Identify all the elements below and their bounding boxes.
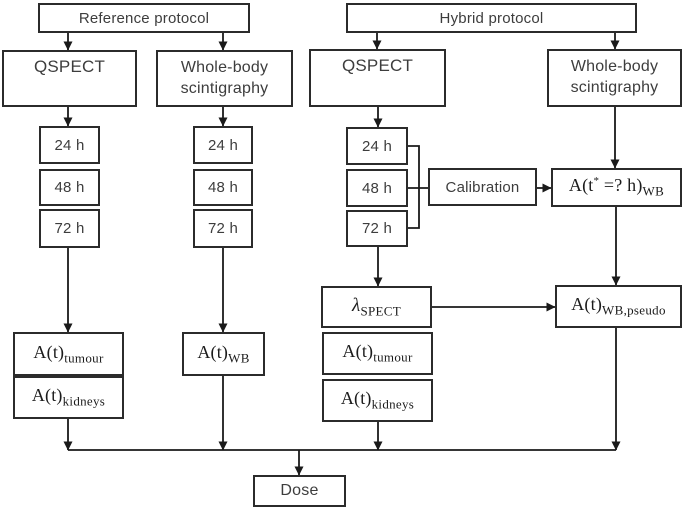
lambda-spect-label: λSPECT	[352, 294, 401, 319]
calibration-box: Calibration	[428, 168, 537, 206]
timepoint-label: 72 h	[54, 220, 85, 237]
ref-activity-kidneys-box: A(t)kidneys	[13, 376, 124, 419]
reference-qspect-box: QSPECT	[2, 50, 137, 107]
activity-tstar-wb-box: A(t* =? h)WB	[551, 168, 682, 207]
reference-protocol-box: Reference protocol	[38, 3, 250, 33]
hybrid-qspect-box: QSPECT	[309, 49, 446, 107]
ref-qspect-48h-box: 48 h	[39, 169, 100, 206]
dose-label: Dose	[280, 482, 319, 499]
reference-protocol-label: Reference protocol	[78, 9, 210, 27]
ref-activity-tumour-box: A(t)tumour	[13, 332, 124, 376]
hybrid-protocol-label: Hybrid protocol	[439, 9, 544, 27]
ref-activity-tumour-label: A(t)tumour	[33, 341, 104, 366]
ref-wb-24h-box: 24 h	[193, 126, 253, 164]
hybrid-activity-tumour-box: A(t)tumour	[322, 332, 433, 375]
ref-wb-72h-box: 72 h	[193, 209, 253, 248]
ref-activity-wb-box: A(t)WB	[182, 332, 265, 376]
hybrid-72h-box: 72 h	[346, 210, 408, 247]
timepoint-label: 24 h	[54, 136, 85, 154]
timepoint-label: 48 h	[208, 179, 238, 196]
ref-activity-kidneys-label: A(t)kidneys	[31, 385, 106, 409]
hybrid-48h-box: 48 h	[346, 169, 408, 207]
timepoint-label: 48 h	[362, 179, 392, 197]
lambda-spect-box: λSPECT	[321, 286, 432, 328]
ref-activity-wb-label: A(t)WB	[197, 341, 250, 366]
timepoint-label: 72 h	[208, 220, 238, 237]
timepoint-label: 72 h	[362, 220, 392, 237]
hybrid-activity-kidneys-box: A(t)kidneys	[322, 379, 433, 422]
ref-qspect-24h-box: 24 h	[39, 126, 100, 164]
hybrid-activity-tumour-label: A(t)tumour	[342, 341, 413, 365]
hybrid-protocol-box: Hybrid protocol	[346, 3, 637, 33]
activity-tstar-wb-label: A(t* =? h)WB	[568, 175, 665, 199]
hybrid-activity-kidneys-label: A(t)kidneys	[340, 388, 415, 412]
timepoint-label: 48 h	[54, 179, 85, 196]
bracket-hybrid-times	[408, 145, 420, 229]
ref-qspect-72h-box: 72 h	[39, 209, 100, 248]
reference-qspect-label: QSPECT	[33, 57, 106, 76]
ref-wb-48h-box: 48 h	[193, 169, 253, 206]
activity-wb-pseudo-box: A(t)WB,pseudo	[555, 285, 682, 328]
timepoint-label: 24 h	[208, 136, 238, 154]
calibration-label: Calibration	[445, 178, 520, 196]
activity-wb-pseudo-label: A(t)WB,pseudo	[571, 294, 666, 318]
dose-box: Dose	[253, 475, 346, 507]
timepoint-label: 24 h	[362, 137, 392, 155]
hybrid-24h-box: 24 h	[346, 127, 408, 165]
hybrid-qspect-label: QSPECT	[341, 56, 414, 75]
